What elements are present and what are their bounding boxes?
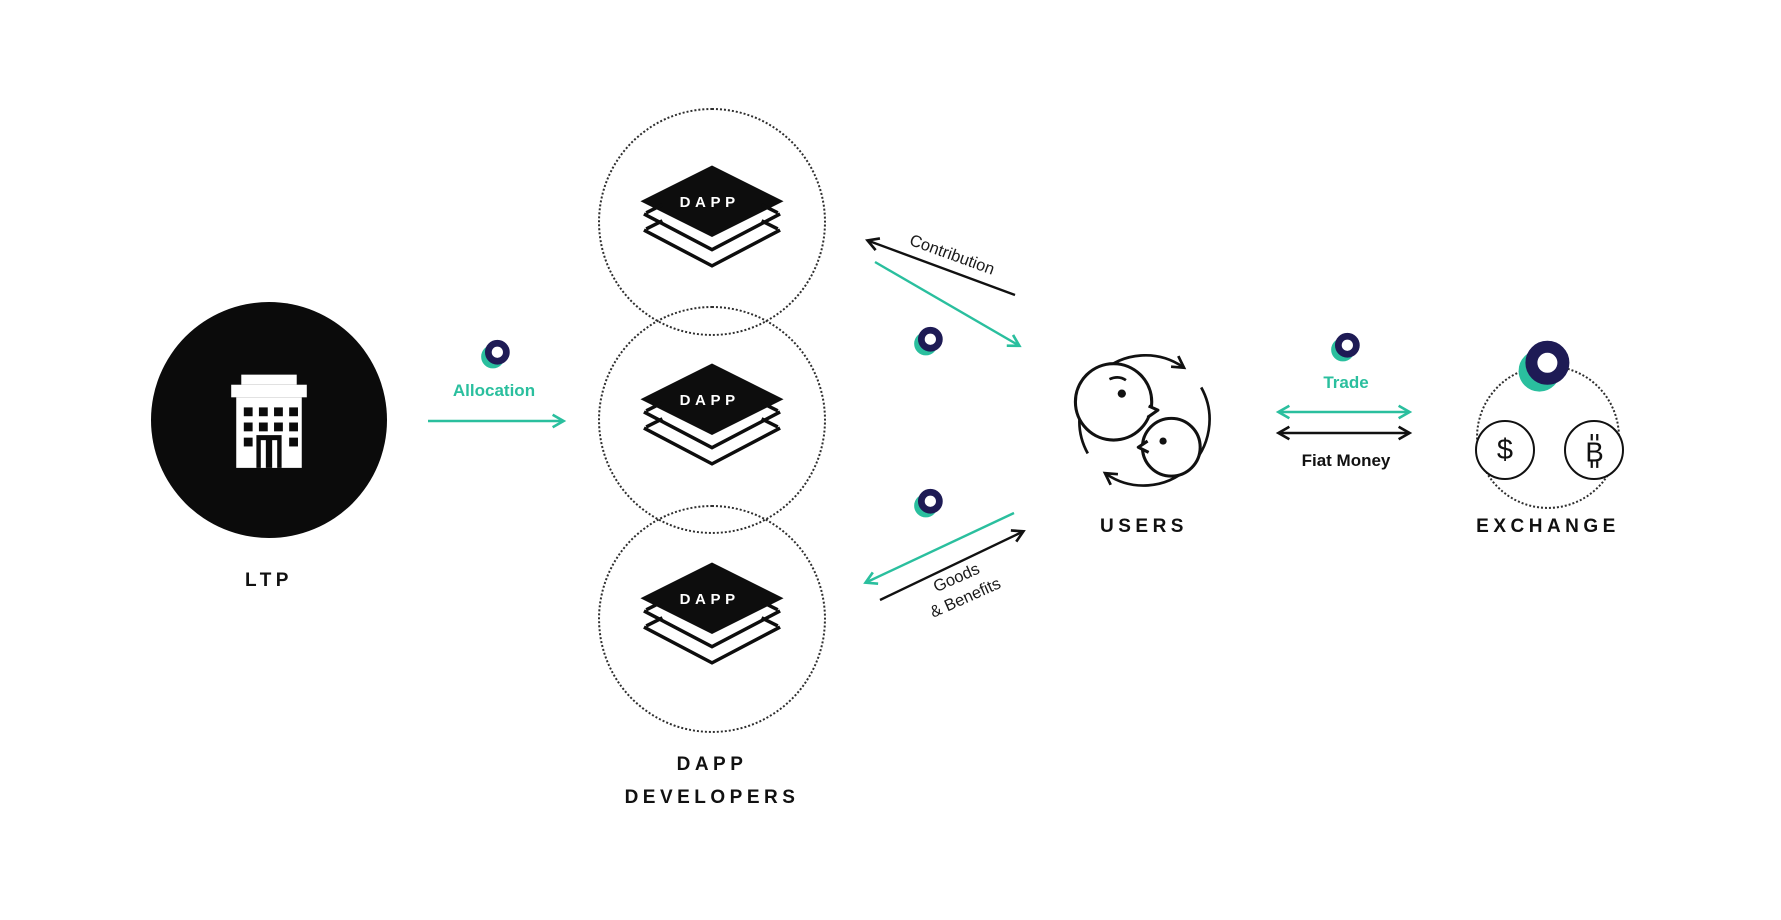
goods-arrow-green	[863, 511, 1015, 585]
dapp-developers-label-line1: DAPP	[676, 754, 748, 775]
dapp-circle-2: DAPP	[598, 306, 826, 534]
users-label: USERS	[1100, 516, 1188, 537]
token-icon-trade	[1331, 332, 1360, 362]
contribution-arrow-black	[865, 237, 1016, 297]
bitcoin-symbol: B	[1585, 436, 1603, 467]
token-icon-contribution	[914, 326, 943, 356]
token-icon-exchange	[1518, 340, 1570, 392]
exchange-label: EXCHANGE	[1476, 516, 1620, 537]
dapp-developers-label: DAPP DEVELOPERS	[562, 748, 862, 814]
ltp-node	[151, 302, 387, 538]
dollar-coin: $	[1475, 420, 1535, 480]
fiat-arrow-black	[1275, 425, 1413, 441]
goods-arrow-black	[879, 529, 1026, 602]
dapp-circle-1: DAPP	[598, 108, 826, 336]
trade-arrow-green	[1275, 404, 1413, 420]
fiat-money-label: Fiat Money	[1301, 451, 1391, 470]
allocation-label: Allocation	[452, 381, 536, 400]
token-icon-allocation	[481, 339, 510, 369]
dapp-badge-text: DAPP	[680, 591, 740, 608]
ltp-label: LTP	[245, 570, 293, 591]
dapp-layers-icon: DAPP	[640, 165, 784, 268]
bitcoin-icon: B	[1585, 433, 1603, 468]
users-icon	[1073, 353, 1211, 487]
token-icon-goods	[914, 488, 943, 518]
dapp-layers-icon: DAPP	[640, 562, 784, 665]
dapp-badge-text: DAPP	[680, 194, 740, 211]
dapp-layers-icon: DAPP	[640, 363, 784, 466]
trade-label: Trade	[1323, 373, 1369, 392]
dollar-symbol: $	[1496, 433, 1514, 466]
dapp-circle-3: DAPP	[598, 505, 826, 733]
contribution-arrow-green	[874, 260, 1022, 348]
dapp-developers-label-line2: DEVELOPERS	[624, 787, 800, 808]
allocation-arrow	[428, 413, 567, 429]
dapp-badge-text: DAPP	[680, 392, 740, 409]
bitcoin-coin: B	[1564, 420, 1624, 480]
building-icon	[231, 374, 307, 468]
